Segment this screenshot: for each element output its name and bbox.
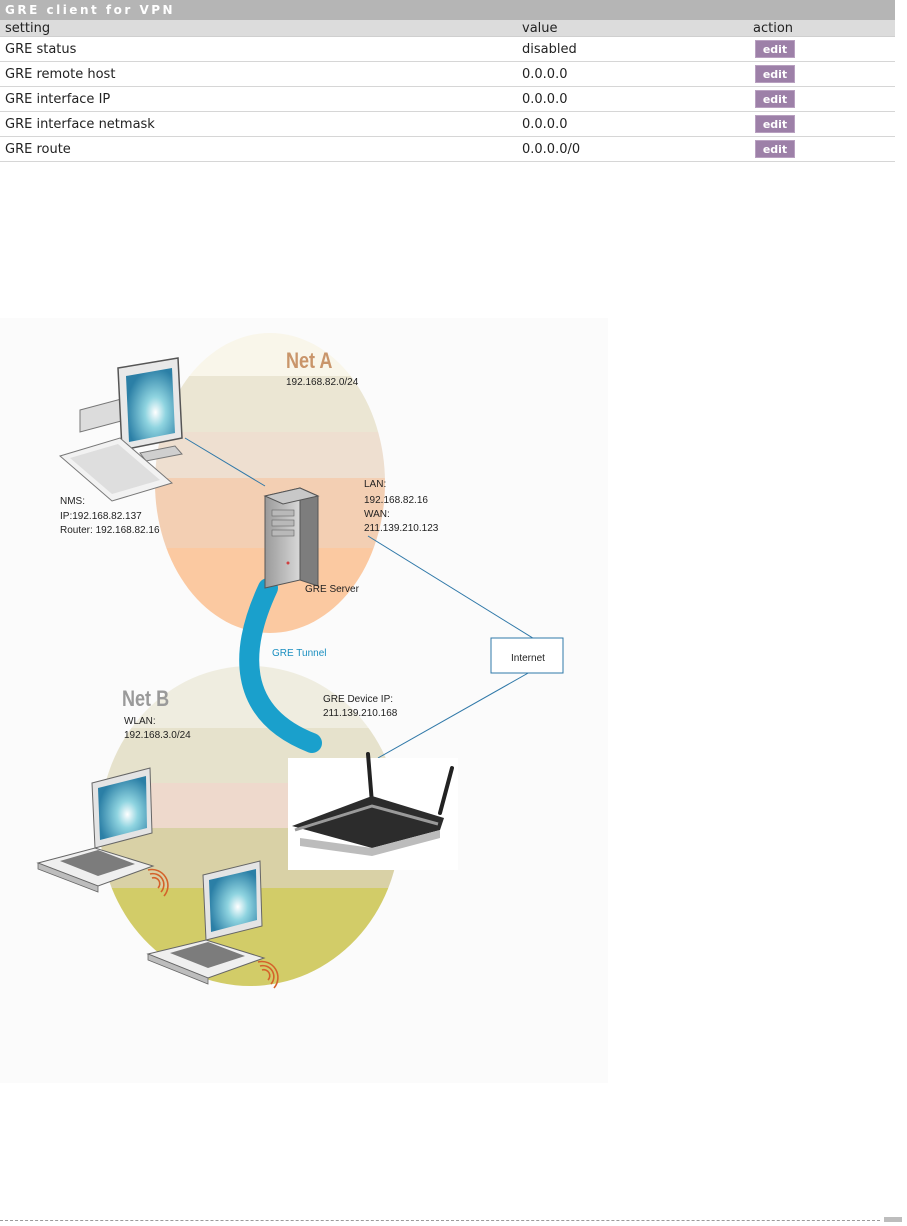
server-wan-label: WAN: [364, 509, 390, 520]
column-header-value: value [517, 20, 748, 37]
net-b-wlan-label: WLAN: [124, 716, 156, 727]
table-row-gre-interface-netmask: GRE interface netmask 0.0.0.0 edit [0, 111, 895, 137]
page-footer-divider [0, 1220, 880, 1221]
laptop-icon [146, 860, 266, 985]
setting-value: disabled [517, 36, 748, 62]
server-name: GRE Server [305, 584, 359, 595]
net-b-title: Net B [122, 686, 170, 711]
server-lan-label: LAN: [364, 479, 387, 490]
setting-value: 0.0.0.0 [517, 86, 748, 112]
setting-name: GRE status [0, 36, 517, 62]
wireless-signal-icon [147, 868, 169, 897]
laptop-icon [36, 767, 155, 893]
edit-gre-remote-host-button[interactable]: edit [755, 65, 795, 83]
table-row-gre-remote-host: GRE remote host 0.0.0.0 edit [0, 61, 895, 87]
column-header-setting: setting [0, 20, 517, 37]
gre-settings-panel: GRE client for VPN setting value action … [0, 0, 895, 162]
table-header-row: setting value action [0, 20, 895, 37]
nms-ip: IP:192.168.82.137 [60, 511, 142, 522]
server-lan-ip: 192.168.82.16 [364, 495, 428, 506]
setting-value: 0.0.0.0 [517, 61, 748, 87]
net-b-subnet: 192.168.3.0/24 [124, 730, 191, 741]
table-row-gre-route: GRE route 0.0.0.0/0 edit [0, 136, 895, 162]
nms-label: NMS: [60, 496, 85, 507]
settings-table: setting value action GRE status disabled… [0, 20, 895, 162]
wireless-signal-icon [257, 960, 279, 989]
nms-to-server-line [184, 437, 266, 487]
setting-name: GRE route [0, 136, 517, 162]
setting-name: GRE remote host [0, 61, 517, 87]
setting-name: GRE interface IP [0, 86, 517, 112]
desktop-computer-icon [58, 357, 183, 502]
column-header-action: action [748, 20, 895, 37]
panel-title: GRE client for VPN [0, 0, 895, 20]
internet-label: Internet [511, 653, 545, 664]
router-device-icon [288, 752, 458, 870]
edit-gre-interface-netmask-button[interactable]: edit [755, 115, 795, 133]
setting-value: 0.0.0.0 [517, 111, 748, 137]
device-ip: 211.139.210.168 [323, 708, 398, 719]
device-ip-label: GRE Device IP: [323, 694, 394, 705]
table-row-gre-status: GRE status disabled edit [0, 36, 895, 62]
edit-gre-interface-ip-button[interactable]: edit [755, 90, 795, 108]
table-row-gre-interface-ip: GRE interface IP 0.0.0.0 edit [0, 86, 895, 112]
page-corner-mark [884, 1217, 902, 1222]
net-a-title: Net A [286, 348, 333, 373]
setting-value: 0.0.0.0/0 [517, 136, 748, 162]
diagram-graphics [36, 333, 564, 989]
server-wan-ip: 211.139.210.123 [364, 523, 439, 534]
edit-gre-route-button[interactable]: edit [755, 140, 795, 158]
internet-to-device-line [377, 671, 531, 759]
server-tower-icon [263, 487, 320, 589]
internet-box [490, 637, 564, 674]
nms-router: Router: 192.168.82.16 [60, 525, 160, 536]
tunnel-label: GRE Tunnel [272, 648, 327, 659]
edit-gre-status-button[interactable]: edit [755, 40, 795, 58]
server-to-internet-line [367, 535, 537, 641]
setting-name: GRE interface netmask [0, 111, 517, 137]
gre-tunnel-icon [239, 578, 322, 753]
gre-network-diagram: Net A 192.168.82.0/24 NMS: IP:192.168.82… [0, 318, 608, 1083]
net-a-subnet: 192.168.82.0/24 [286, 377, 359, 388]
